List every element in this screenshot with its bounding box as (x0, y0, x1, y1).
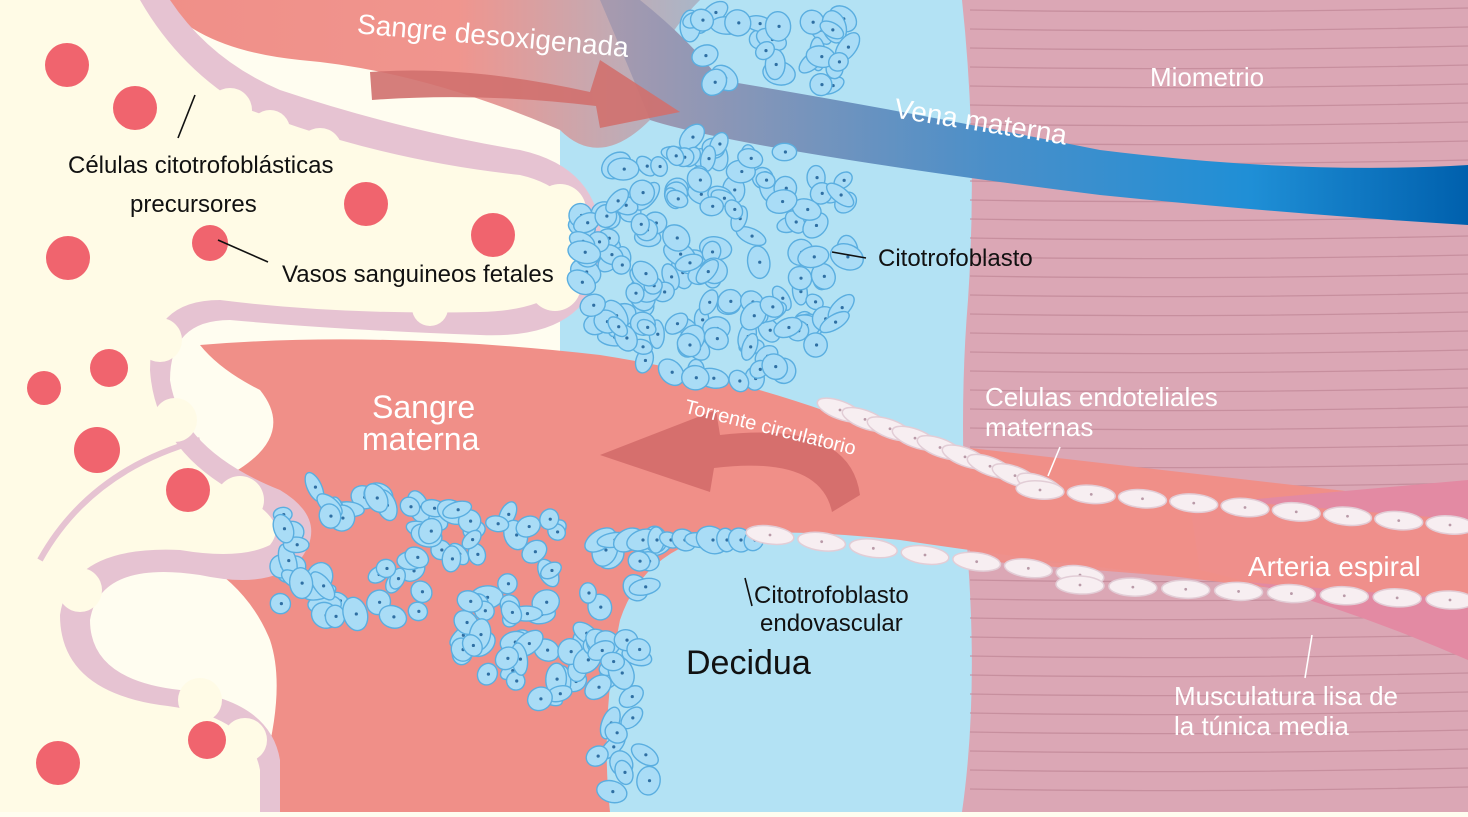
leader-lines (177, 94, 1313, 679)
label-myometrium: Miometrio (1150, 62, 1264, 92)
label-spiral-artery: Arteria espiral (1248, 551, 1421, 582)
maternal-blood-lower (179, 339, 1468, 812)
maternal-vein (600, 0, 1468, 225)
label-fetal-vessels: Vasos sanguineos fetales (282, 261, 554, 288)
fetal-vessel (192, 225, 228, 261)
deoxygenated-arrow-icon (370, 60, 680, 128)
fetal-vessel (36, 741, 80, 785)
fetal-vessel (90, 349, 128, 387)
label-cytotrophoblast: Citotrofoblasto (878, 245, 1033, 272)
label-maternal-blood-1: Sangre (372, 389, 475, 425)
label-precursor-cells-1: Células citotrofoblásticas (68, 152, 333, 179)
fetal-vessel (46, 236, 90, 280)
fetal-vessel (188, 721, 226, 759)
label-endovascular-1: Citotrofoblasto (754, 582, 909, 609)
fetal-vessel (74, 427, 120, 473)
fetal-vessel (27, 371, 61, 405)
circulation-arrow-icon (600, 410, 860, 512)
chorionic-villi (0, 0, 601, 812)
label-endothelial-1: Celulas endoteliales (985, 382, 1218, 412)
fetal-vessel (45, 43, 89, 87)
cytotrophoblast-cells (269, 0, 864, 804)
fetal-vessel (344, 182, 388, 226)
label-endothelial-2: maternas (985, 412, 1093, 442)
endothelial-cells (745, 397, 1468, 610)
label-precursor-cells-2: precursores (130, 191, 257, 218)
label-decidua: Decidua (686, 644, 811, 682)
fetal-vessel (166, 468, 210, 512)
label-endovascular-2: endovascular (760, 610, 903, 637)
fetal-vessel (113, 86, 157, 130)
label-smooth-muscle-2: la túnica media (1174, 711, 1349, 741)
fetal-vessel (471, 213, 515, 257)
fetal-vessels (27, 43, 515, 785)
label-maternal-blood-2: materna (362, 421, 480, 457)
label-smooth-muscle-1: Musculatura lisa de (1174, 681, 1398, 711)
